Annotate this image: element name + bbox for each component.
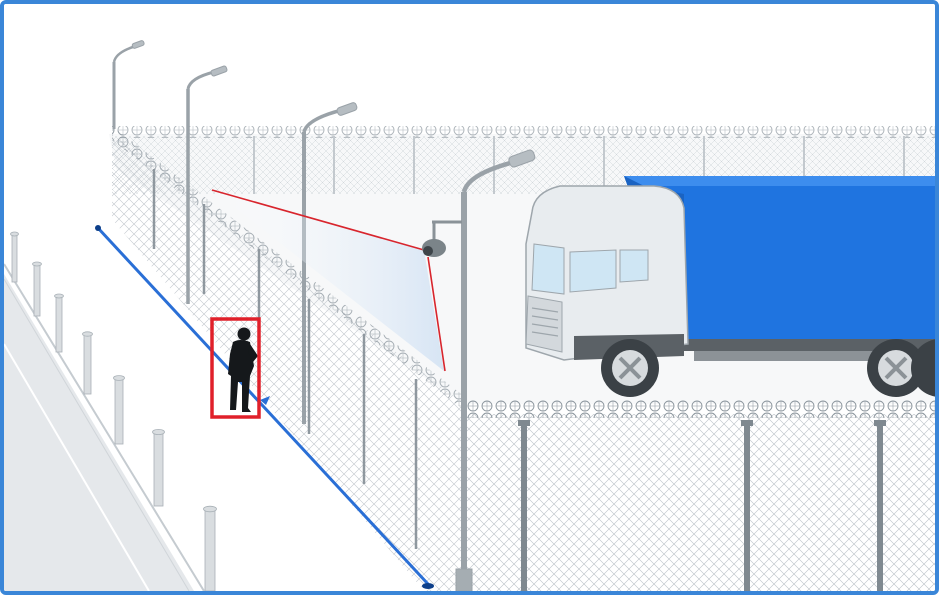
tripwire-start-marker (95, 225, 101, 231)
road (4, 263, 205, 591)
street-light (302, 102, 358, 424)
tripwire-end-marker (422, 583, 434, 589)
bollard (54, 293, 64, 353)
detection-bounding-box (210, 317, 261, 419)
cab (525, 185, 689, 361)
bollard (113, 375, 125, 445)
intruder-silhouette (228, 327, 258, 412)
truck (525, 176, 935, 397)
wheel (911, 339, 935, 397)
fence-side (112, 126, 464, 591)
wheel (867, 339, 925, 397)
virtual-tripwire (95, 225, 434, 589)
crossing-arrow-icon (260, 396, 270, 405)
street-light (455, 149, 536, 591)
wheel (601, 339, 659, 397)
ptz-camera (422, 220, 462, 257)
security-scene (4, 4, 935, 591)
bollard (82, 331, 93, 395)
bollard (152, 428, 165, 507)
bollard (32, 261, 42, 317)
street-light (112, 40, 145, 129)
street-lights (112, 40, 536, 591)
camera-field-of-view (211, 189, 446, 372)
bollard (203, 505, 217, 591)
bollard (10, 231, 19, 283)
street-light (186, 65, 228, 304)
bollards (10, 231, 217, 591)
fence-front (464, 400, 935, 591)
truck-wheels (601, 339, 935, 397)
